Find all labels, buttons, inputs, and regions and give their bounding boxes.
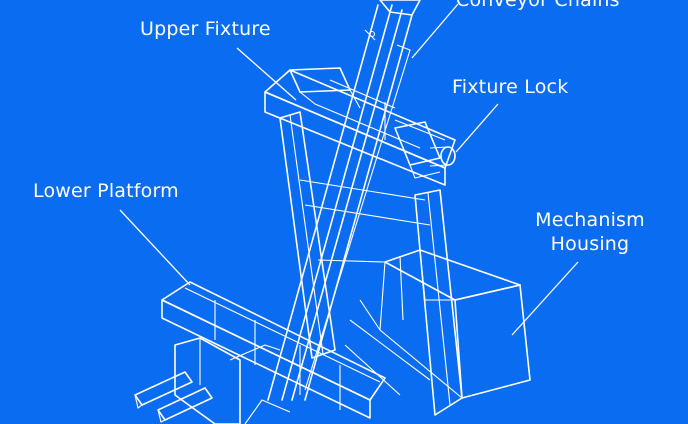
leader-lines [119, 3, 579, 336]
mechanism-housing-label: Mechanism Housing [528, 208, 652, 256]
lower-platform [161, 281, 386, 419]
mechanism-housing-label-line1: Mechanism [535, 209, 645, 231]
conveyor-chains-leader [411, 3, 459, 59]
conveyor-chains-label: Conveyor Chains [456, 0, 620, 11]
support-frame [279, 111, 463, 416]
fixture-lock [429, 146, 456, 167]
upper-fixture-leader [236, 47, 297, 101]
conveyor-chains [267, 0, 421, 401]
fixture-lock-label: Fixture Lock [452, 76, 569, 98]
fixture-lock-leader [455, 103, 499, 153]
mechanism-housing-leader [511, 261, 579, 336]
upper-fixture [264, 67, 456, 186]
lower-platform-label: Lower Platform [33, 180, 179, 202]
mechanism-housing-label-line2: Housing [550, 233, 630, 255]
mechanism-housing [344, 249, 531, 399]
base-assembly [134, 337, 291, 424]
lower-platform-leader [119, 209, 191, 286]
upper-fixture-label: Upper Fixture [140, 18, 271, 40]
